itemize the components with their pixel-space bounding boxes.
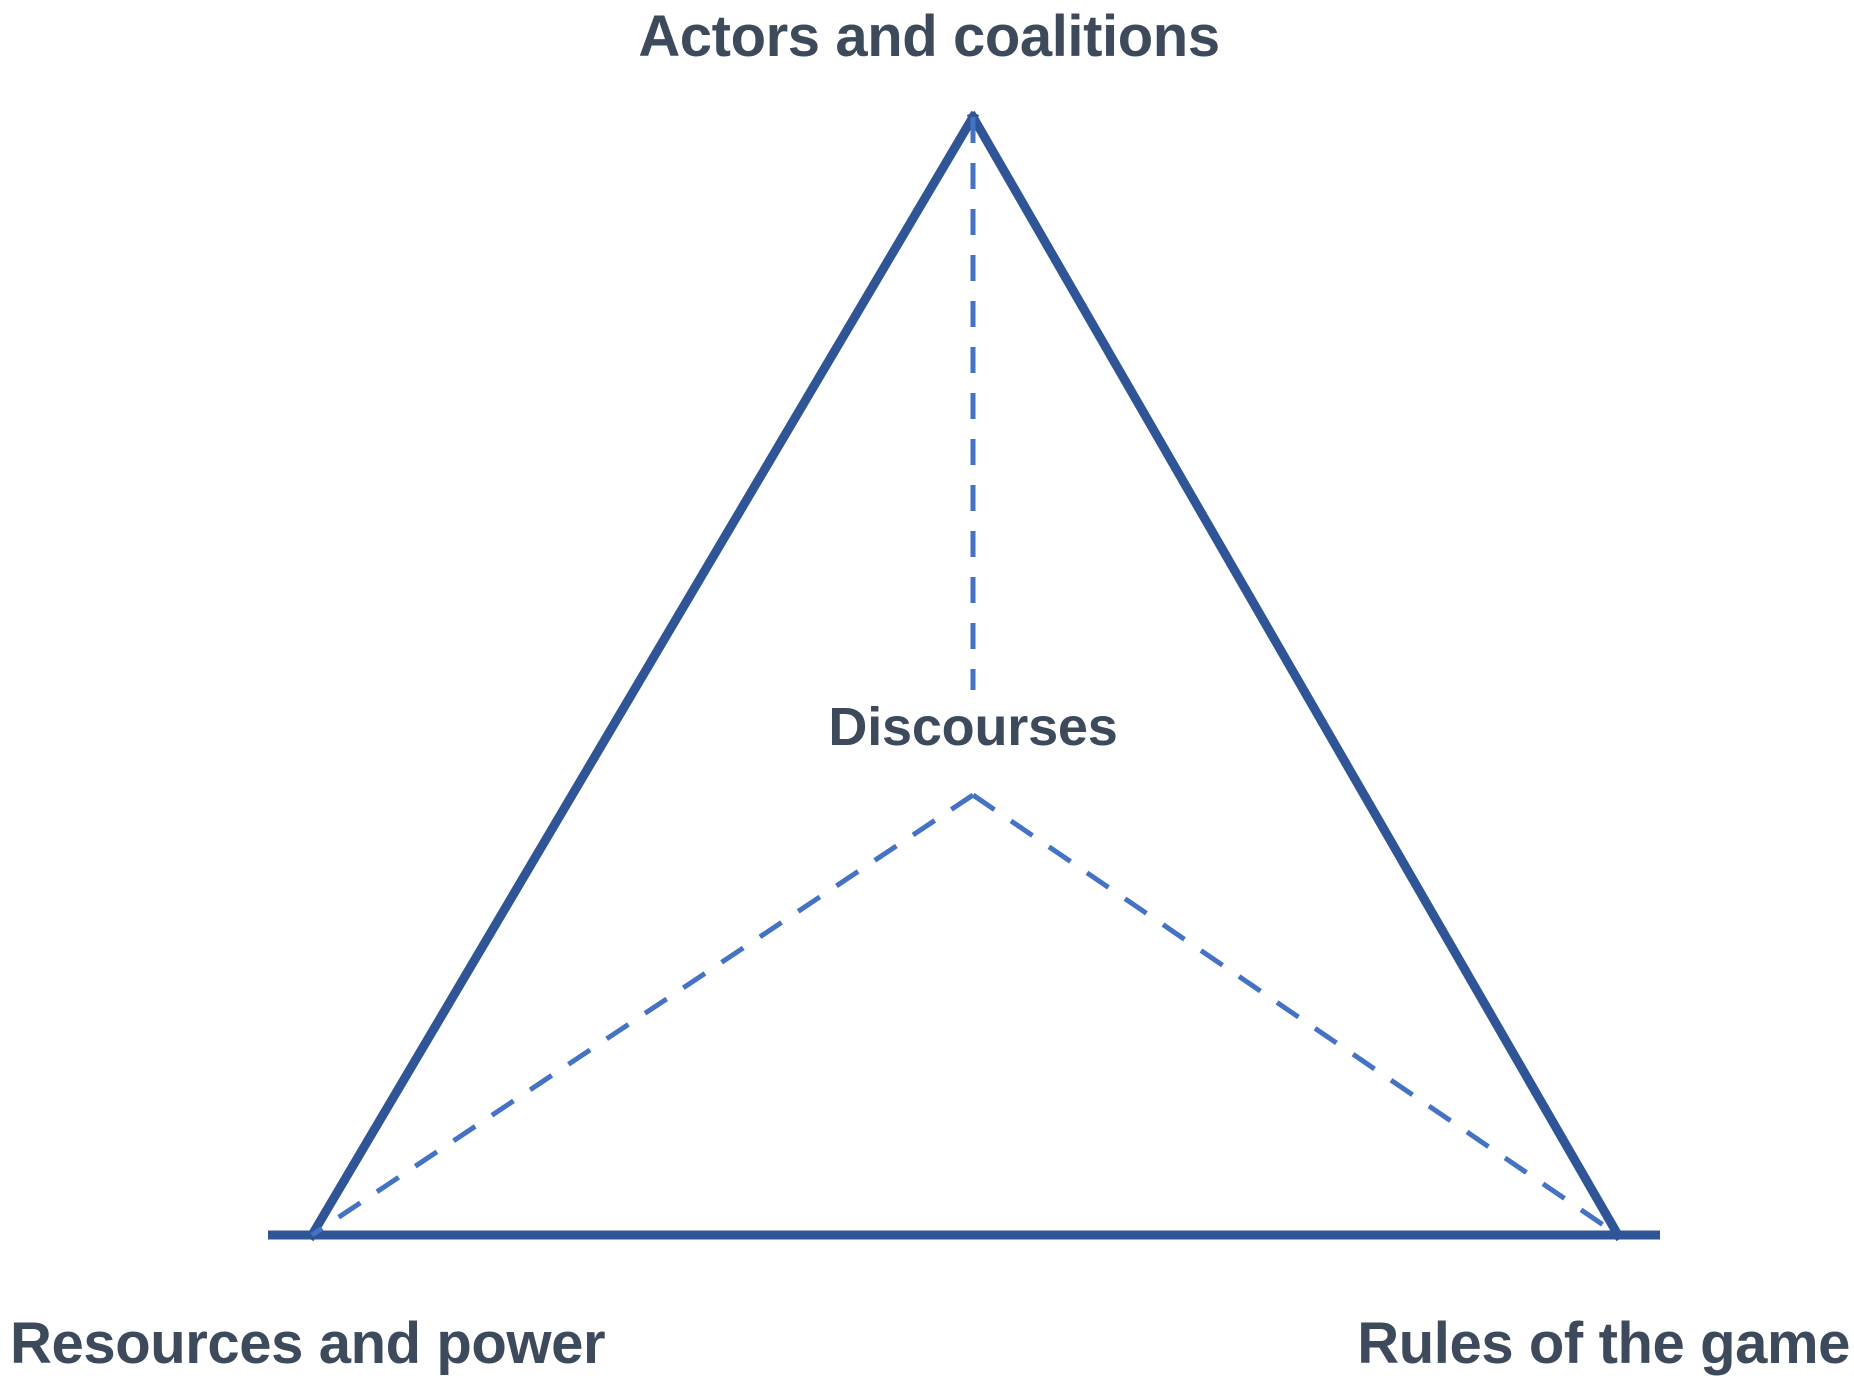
dashed-edge-center-to-bottom-left — [310, 792, 975, 1238]
center-label-discourses: Discourses — [828, 697, 1118, 757]
solid-edge-top-to-bottom-right — [966, 110, 1625, 1242]
dashed-edge-center-to-bottom-right — [971, 792, 1620, 1238]
solid-triangle-group — [268, 110, 1660, 1242]
vertex-label-rules-of-the-game: Rules of the game — [1357, 1311, 1850, 1376]
dashed-spokes-group — [310, 117, 1620, 1238]
solid-edge-top-to-bottom-left — [305, 110, 980, 1242]
vertex-label-resources-and-power: Resources and power — [10, 1311, 606, 1376]
vertex-label-actors-and-coalitions: Actors and coalitions — [638, 4, 1220, 69]
